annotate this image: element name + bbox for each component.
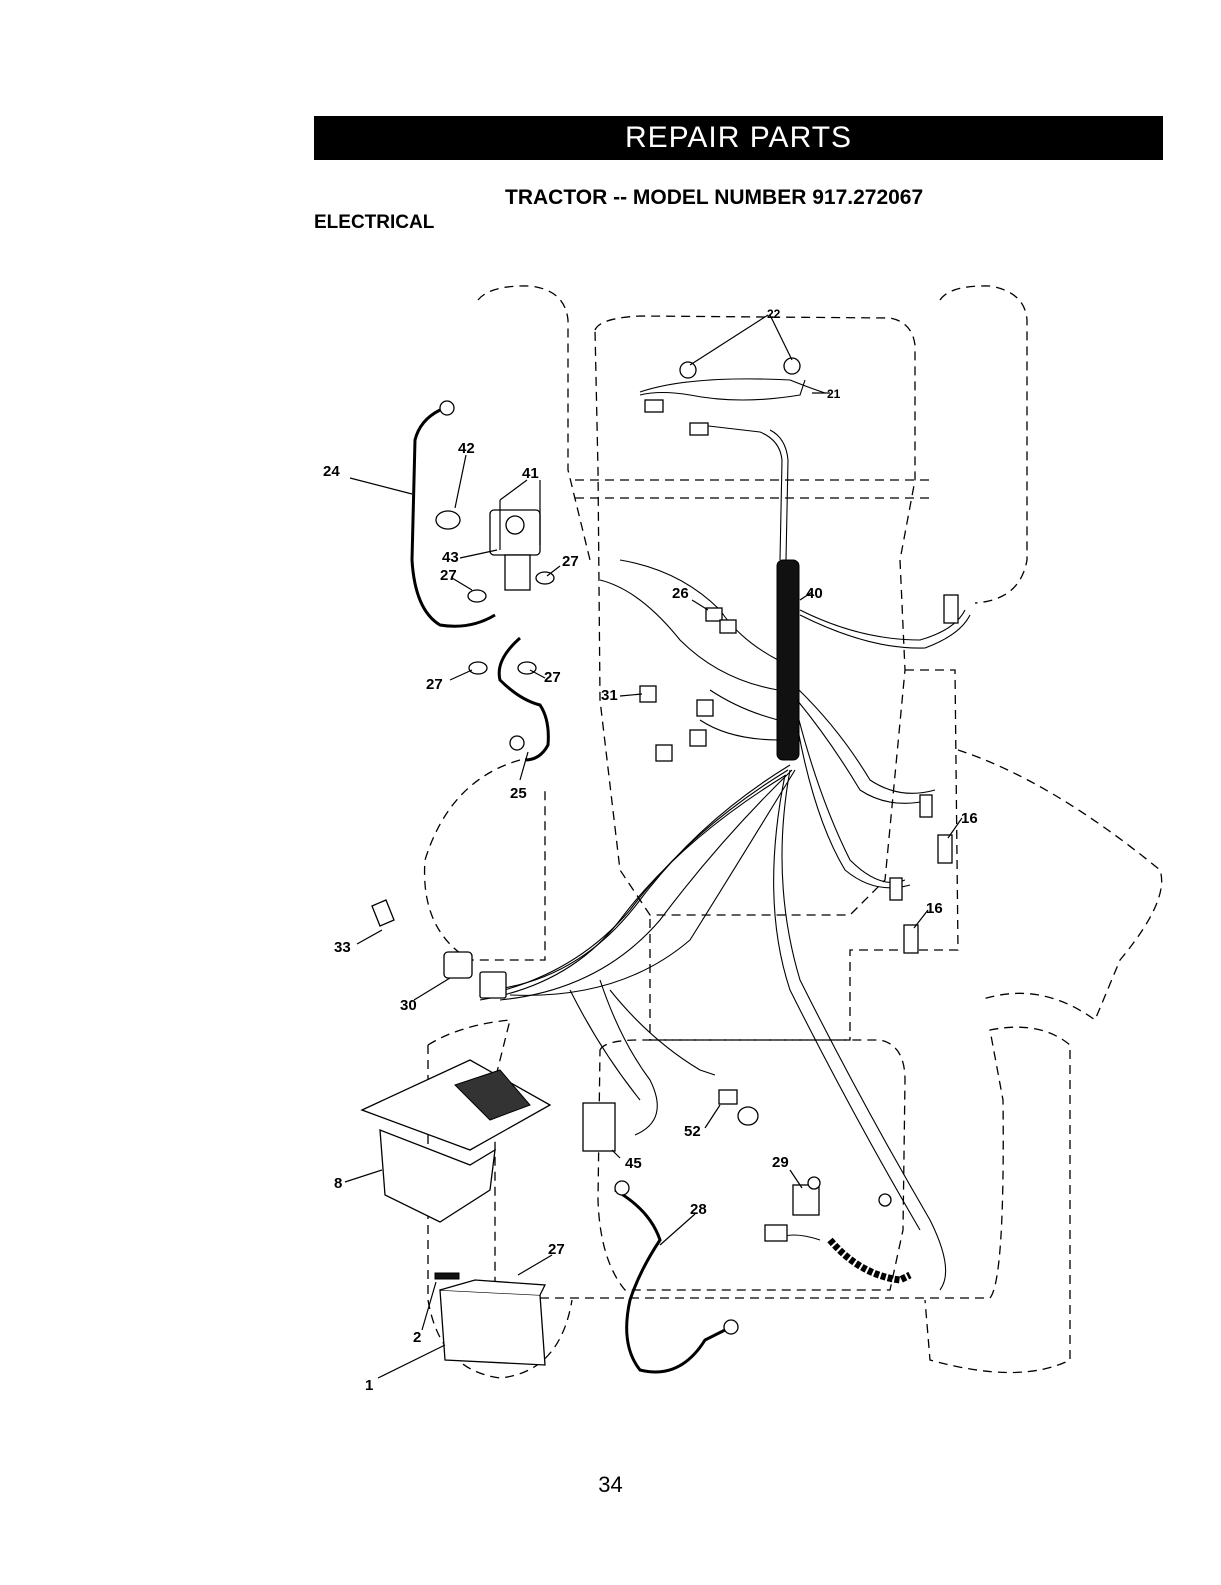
- hour-meter: [583, 1103, 615, 1151]
- switch-connector: [697, 700, 713, 716]
- wiring-harness: [480, 379, 970, 1290]
- connector: [719, 1090, 737, 1104]
- callout-16-upper: 16: [961, 810, 978, 827]
- parts: [362, 358, 958, 1365]
- callout-29: 29: [772, 1154, 789, 1171]
- callout-1: 1: [365, 1377, 373, 1394]
- callout-22: 22: [767, 307, 781, 321]
- callout-27-lower-right: 27: [544, 669, 561, 686]
- callout-31: 31: [601, 687, 618, 704]
- callout-42: 42: [458, 440, 475, 457]
- callout-43: 43: [442, 549, 459, 566]
- callout-24: 24: [323, 463, 340, 480]
- callout-8: 8: [334, 1175, 342, 1192]
- callout-27-upper-left: 27: [440, 567, 457, 584]
- callout-30: 30: [400, 997, 417, 1014]
- solenoid-body: [505, 555, 530, 590]
- headlight-bulb: [784, 358, 800, 374]
- callout-28: 28: [690, 1201, 707, 1218]
- callout-40: 40: [806, 585, 823, 602]
- battery-cables: [412, 401, 738, 1372]
- callout-27-battery: 27: [548, 1241, 565, 1258]
- callout-labels: 1 2 8 16 16 21 22 24 25 26 27 27 27 27 2…: [323, 307, 978, 1394]
- ignition-switch: [444, 952, 472, 978]
- headlight-connector: [690, 423, 708, 435]
- callout-25: 25: [510, 785, 527, 802]
- callout-27-lower-left: 27: [426, 676, 443, 693]
- callout-33: 33: [334, 939, 351, 956]
- callout-21: 21: [827, 387, 841, 401]
- callout-52: 52: [684, 1123, 701, 1140]
- callout-41: 41: [522, 465, 539, 482]
- interlock-switch: [904, 925, 918, 953]
- callout-16-lower: 16: [926, 900, 943, 917]
- callout-27-upper-right: 27: [562, 553, 579, 570]
- harness-plug: [944, 595, 958, 623]
- interlock-switch: [938, 835, 952, 863]
- ignition-key: [372, 900, 394, 926]
- relay: [640, 686, 656, 702]
- battery: [440, 1290, 545, 1365]
- callout-45: 45: [625, 1155, 642, 1172]
- harness-conduit: [777, 560, 799, 760]
- callout-26: 26: [672, 585, 689, 602]
- page-number: 34: [0, 1472, 1221, 1498]
- headlight-bulb: [680, 362, 696, 378]
- boot: [436, 511, 460, 529]
- callout-2: 2: [413, 1329, 421, 1346]
